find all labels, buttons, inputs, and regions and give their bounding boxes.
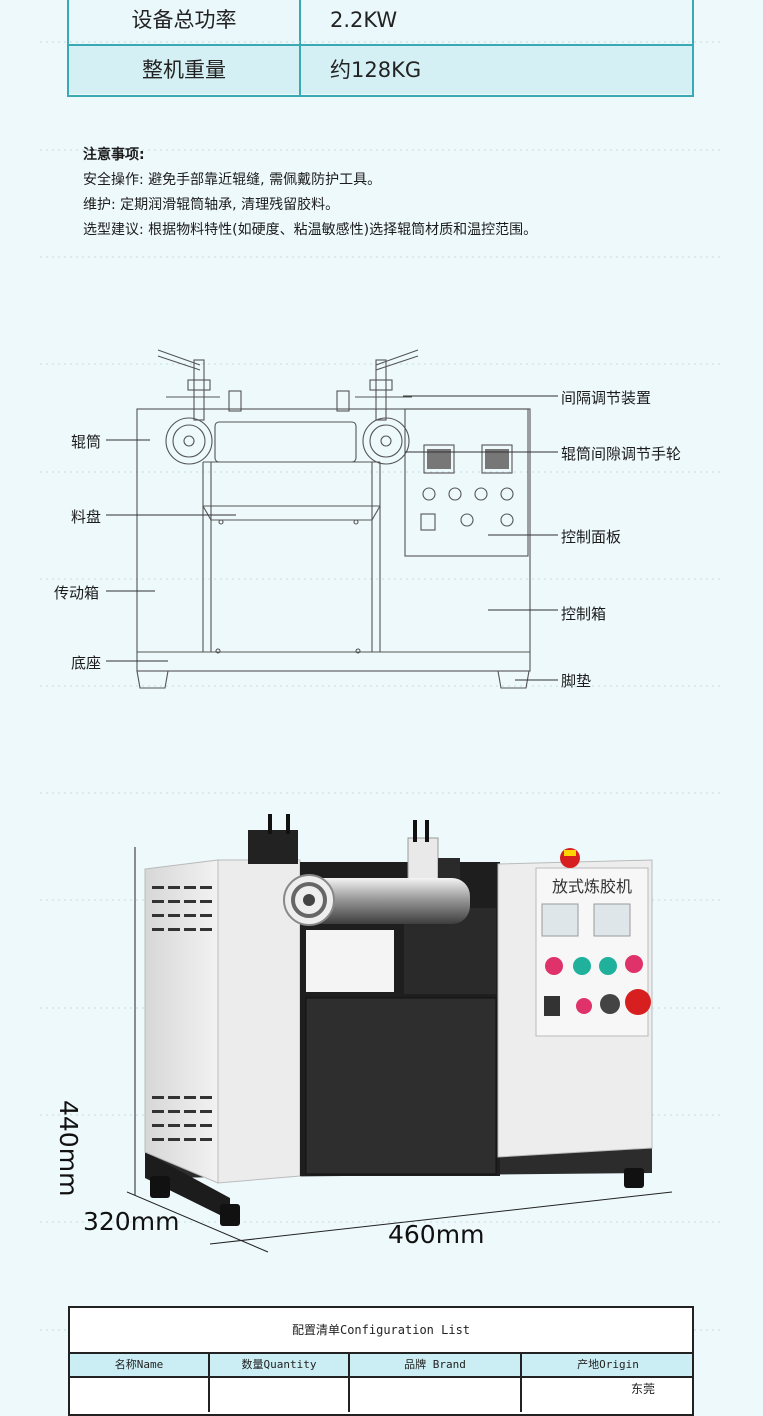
label-control-box: 控制箱	[561, 605, 607, 623]
config-cell-origin: 东莞	[630, 1382, 655, 1396]
label-gap-device: 间隔调节装置	[561, 389, 652, 407]
spec-row: 整机重量 约128KG	[69, 46, 692, 94]
config-header-brand: 品牌 Brand	[404, 1358, 466, 1371]
spec-value: 约128KG	[330, 58, 422, 82]
config-header-quantity: 数量Quantity	[241, 1358, 317, 1371]
table-divider	[299, 0, 301, 95]
table-divider	[69, 44, 692, 46]
label-base: 底座	[71, 654, 102, 672]
label-roller: 辊筒	[71, 433, 102, 451]
spec-label: 整机重量	[142, 58, 226, 82]
label-handwheel: 辊筒间隙调节手轮	[561, 445, 682, 463]
notes-title: 注意事项:	[83, 147, 145, 163]
label-control-panel: 控制面板	[561, 528, 622, 546]
note-item: 安全操作: 避免手部靠近辊缝, 需佩戴防护工具。	[83, 172, 382, 188]
dim-width: 460mm	[388, 1220, 485, 1249]
config-table: 配置清单Configuration List 名称Name 数量Quantity…	[68, 1306, 694, 1416]
table-divider	[348, 1352, 350, 1412]
note-item: 选型建议: 根据物料特性(如硬度、粘温敏感性)选择辊筒材质和温控范围。	[83, 222, 538, 238]
spec-label: 设备总功率	[131, 8, 237, 32]
config-header-name: 名称Name	[114, 1358, 164, 1371]
config-header-origin: 产地Origin	[577, 1358, 639, 1371]
config-title: 配置清单Configuration List	[291, 1323, 471, 1337]
label-foot-pad: 脚垫	[561, 672, 592, 690]
machine-photo: 放式炼胶机	[126, 814, 673, 1253]
table-divider	[520, 1352, 522, 1412]
spec-value: 2.2KW	[330, 8, 398, 32]
dim-depth: 320mm	[83, 1207, 180, 1236]
label-gearbox: 传动箱	[54, 584, 100, 602]
config-header-row: 名称Name 数量Quantity 品牌 Brand 产地Origin	[70, 1352, 692, 1378]
spec-table: 设备总功率 2.2KW 整机重量 约128KG	[67, 0, 694, 97]
spec-row: 设备总功率 2.2KW	[69, 0, 692, 44]
machine-line-diagram	[106, 349, 558, 689]
note-item: 维护: 定期润滑辊筒轴承, 清理残留胶料。	[83, 197, 340, 213]
label-tray: 料盘	[71, 508, 102, 526]
panel-nameplate: 放式炼胶机	[552, 877, 632, 896]
dim-height: 440mm	[54, 1100, 83, 1197]
table-divider	[208, 1352, 210, 1412]
